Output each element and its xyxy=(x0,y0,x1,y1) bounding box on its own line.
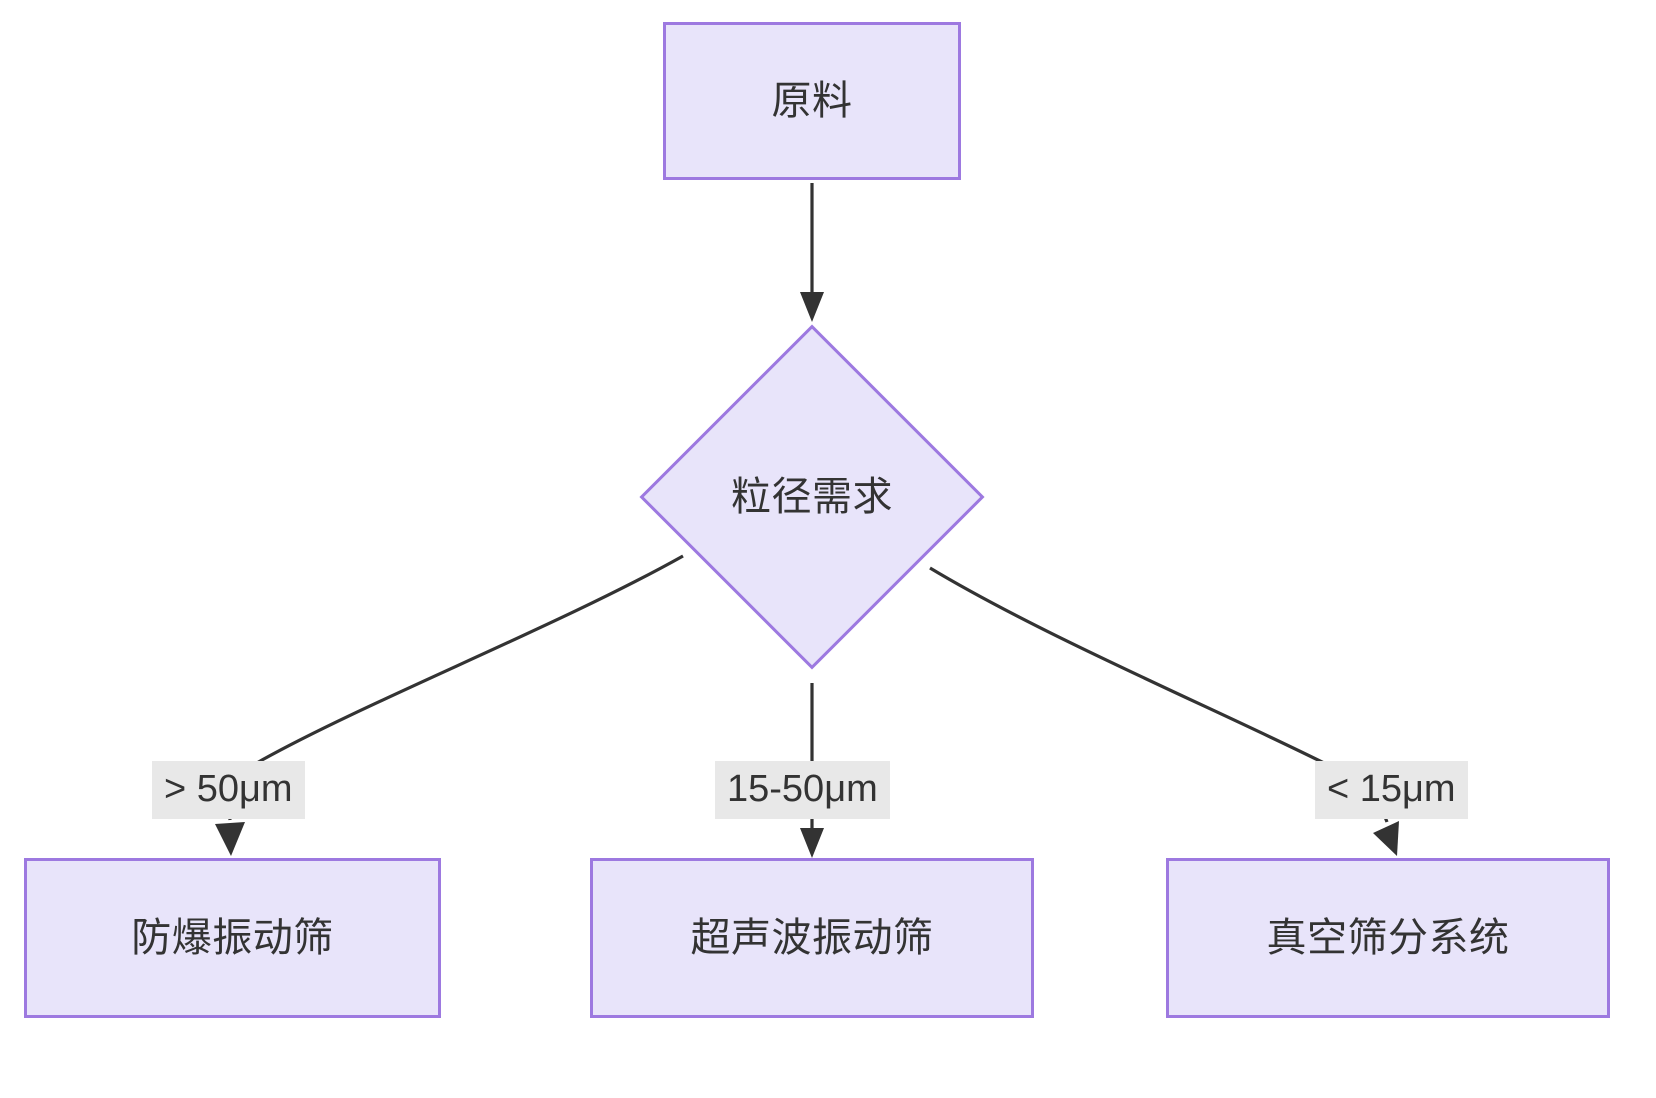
node-vacuum-screening-system-label: 真空筛分系统 xyxy=(1266,916,1510,960)
node-explosion-proof-screen[interactable]: 防爆振动筛 xyxy=(24,858,441,1018)
node-ultrasonic-screen-label: 超声波振动筛 xyxy=(690,916,934,960)
node-ultrasonic-screen[interactable]: 超声波振动筛 xyxy=(590,858,1034,1018)
arrowhead-decision-to-medium xyxy=(800,828,824,858)
node-explosion-proof-screen-label: 防爆振动筛 xyxy=(131,916,334,960)
edge-label-coarse-text: > 50μm xyxy=(164,768,293,810)
edge-label-coarse: > 50μm xyxy=(152,761,305,819)
edge-label-medium-text: 15-50μm xyxy=(727,768,878,810)
arrowhead-decision-to-fine xyxy=(1373,821,1399,856)
node-particle-size-decision-label: 粒径需求 xyxy=(731,475,893,519)
node-raw-material-label: 原料 xyxy=(771,79,853,123)
node-vacuum-screening-system[interactable]: 真空筛分系统 xyxy=(1166,858,1610,1018)
arrowhead-raw-to-decision xyxy=(800,292,824,322)
node-raw-material[interactable]: 原料 xyxy=(663,22,961,180)
node-particle-size-decision[interactable]: 粒径需求 xyxy=(639,324,985,670)
edge-label-fine: < 15μm xyxy=(1315,761,1468,819)
edge-label-medium: 15-50μm xyxy=(715,761,890,819)
arrowhead-decision-to-coarse xyxy=(215,822,245,856)
edge-label-fine-text: < 15μm xyxy=(1327,768,1456,810)
